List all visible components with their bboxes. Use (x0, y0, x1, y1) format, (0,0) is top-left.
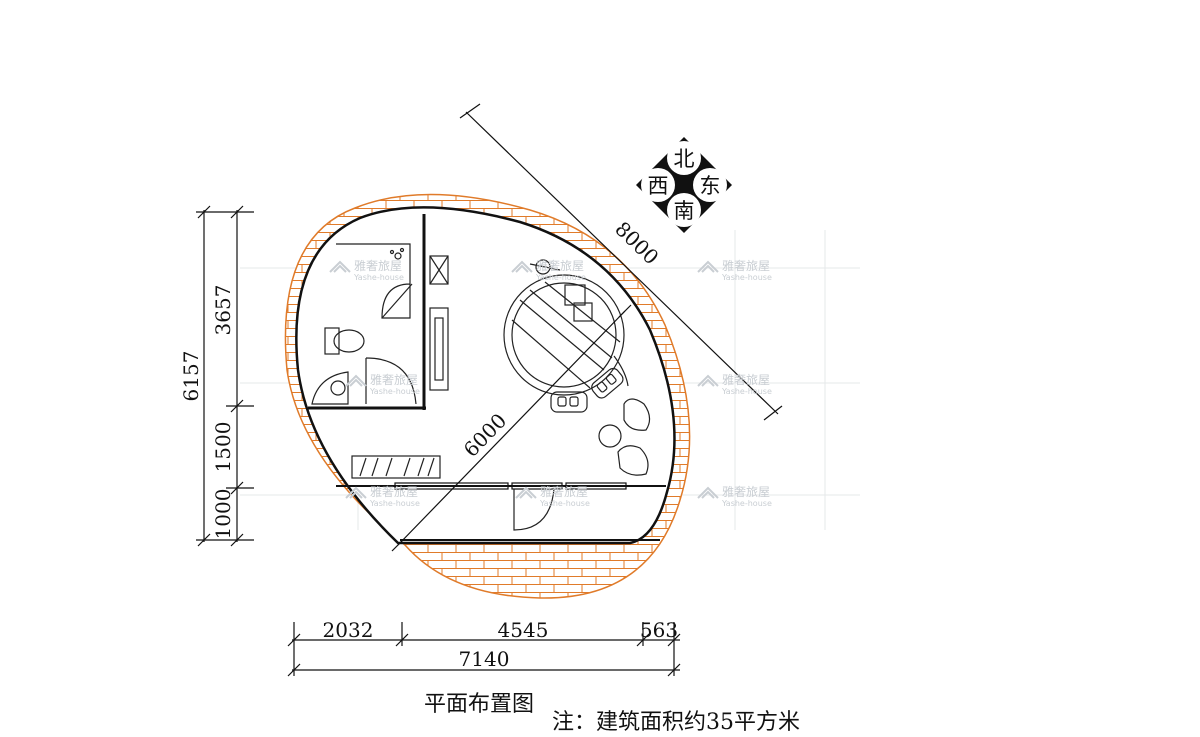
dim-bottom-right: 563 (640, 618, 678, 642)
svg-text:Yashe-house: Yashe-house (369, 499, 420, 508)
svg-text:Yashe-house: Yashe-house (721, 499, 772, 508)
bottom-dimensions (287, 622, 681, 677)
diagonal-inner-dimension (391, 304, 632, 552)
compass-east: 东 (700, 174, 721, 198)
watermark-logo: 雅奢旅屋 Yashe-house (329, 258, 404, 282)
dim-left-middle: 1500 (211, 422, 235, 473)
svg-text:雅奢旅屋: 雅奢旅屋 (354, 258, 402, 273)
bathroom-fixtures (311, 243, 449, 405)
left-dimensions (196, 205, 254, 547)
diagonal-outer-dimension (459, 103, 783, 421)
dim-left-lower: 1000 (211, 489, 235, 540)
watermark-logo: 雅奢旅屋 Yashe-house (697, 484, 772, 508)
entrance-door (513, 488, 555, 531)
living-furniture (550, 355, 651, 476)
watermark-logo: 雅奢旅屋 Yashe-house (511, 258, 586, 282)
watermarks: 雅奢旅屋 Yashe-house 雅奢旅屋 Yashe-house 雅奢旅屋 Y… (329, 258, 772, 508)
svg-text:雅奢旅屋: 雅奢旅屋 (370, 372, 418, 387)
dim-bottom-middle: 4545 (498, 618, 549, 642)
wardrobe (351, 455, 441, 479)
svg-text:Yashe-house: Yashe-house (369, 387, 420, 396)
compass-rose: 北 南 西 东 (636, 137, 732, 233)
dim-left-upper: 3657 (211, 285, 235, 336)
compass-west: 西 (648, 174, 669, 198)
svg-text:雅奢旅屋: 雅奢旅屋 (540, 484, 588, 499)
watermark-logo: 雅奢旅屋 Yashe-house (515, 484, 590, 508)
svg-text:Yashe-house: Yashe-house (535, 273, 586, 282)
drawing-title: 平面布置图 (424, 692, 535, 717)
watermark-logo: 雅奢旅屋 Yashe-house (345, 484, 420, 508)
svg-text:雅奢旅屋: 雅奢旅屋 (722, 258, 770, 273)
watermark-logo: 雅奢旅屋 Yashe-house (697, 372, 772, 396)
svg-text:Yashe-house: Yashe-house (539, 499, 590, 508)
svg-text:雅奢旅屋: 雅奢旅屋 (722, 484, 770, 499)
watermark-logo: 雅奢旅屋 Yashe-house (697, 258, 772, 282)
dim-bottom-left: 2032 (323, 618, 374, 642)
dim-left-total: 6157 (179, 351, 203, 402)
area-note: 注：建筑面积约35平方米 (552, 710, 800, 735)
svg-text:雅奢旅屋: 雅奢旅屋 (536, 258, 584, 273)
watermark-logo: 雅奢旅屋 Yashe-house (345, 372, 420, 396)
svg-text:Yashe-house: Yashe-house (721, 273, 772, 282)
round-bed (503, 259, 625, 396)
dim-bottom-total: 7140 (459, 647, 510, 671)
svg-text:雅奢旅屋: 雅奢旅屋 (722, 372, 770, 387)
svg-text:Yashe-house: Yashe-house (353, 273, 404, 282)
svg-text:雅奢旅屋: 雅奢旅屋 (370, 484, 418, 499)
svg-text:Yashe-house: Yashe-house (721, 387, 772, 396)
compass-south: 南 (674, 199, 695, 223)
compass-north: 北 (674, 147, 695, 171)
